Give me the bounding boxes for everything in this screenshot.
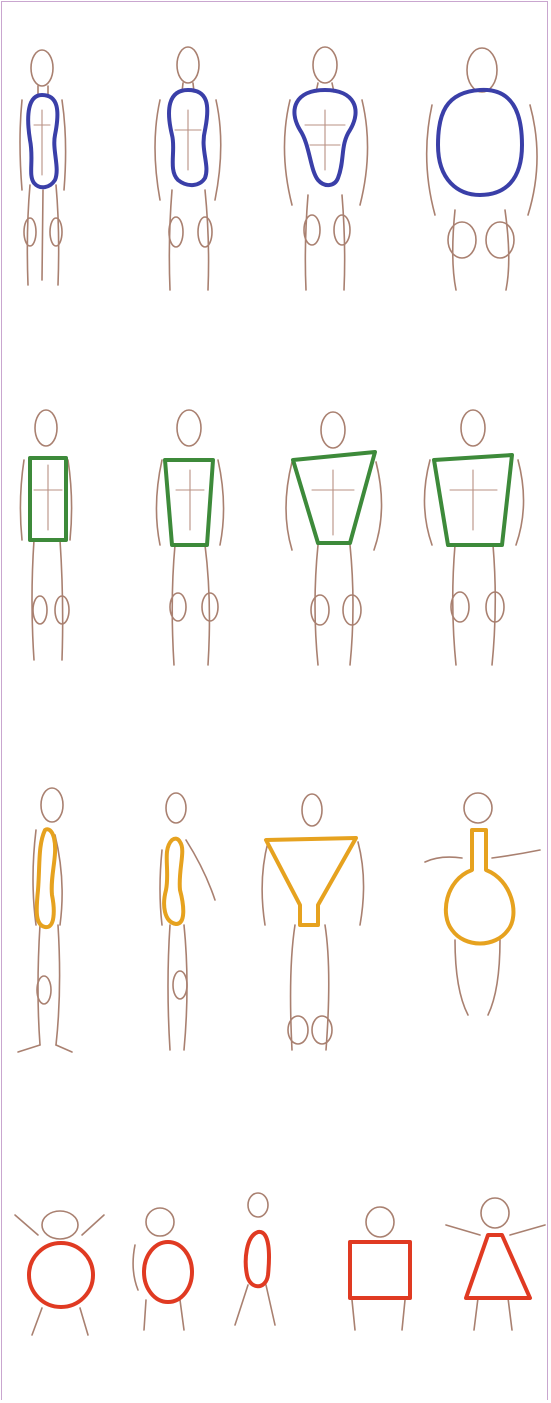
- row-4-red-shape-figures: [15, 1193, 545, 1335]
- figure-r1-average: [155, 47, 221, 290]
- figure-r3-female-side: [160, 793, 215, 1050]
- figure-r3-round-belly: [425, 793, 540, 1015]
- figure-r4-big-circle: [15, 1211, 104, 1335]
- figure-r4-triangle: [446, 1198, 545, 1330]
- figure-r1-muscular: [284, 47, 367, 290]
- figure-r2-inverted-trapezoid: [286, 412, 382, 665]
- figure-r3-triangle-torso: [262, 794, 363, 1050]
- figure-r2-broad-trapezoid: [424, 410, 523, 665]
- figure-r3-side: [18, 788, 72, 1052]
- figure-r2-slight-trapezoid: [156, 410, 223, 665]
- figure-r4-oval-pudgy: [133, 1208, 192, 1330]
- figure-r1-slim: [20, 50, 66, 285]
- row-1-blue-oval-figures: [20, 47, 537, 290]
- row-2-green-rectangle-figures: [20, 410, 523, 665]
- row-3-yellow-shape-figures: [18, 788, 540, 1052]
- figure-r4-square: [350, 1207, 410, 1330]
- figure-r1-heavy: [427, 48, 537, 290]
- oval-shape-r1-1: [28, 95, 57, 187]
- figure-r4-small-oval: [235, 1193, 275, 1325]
- figure-r2-rectangle: [20, 410, 71, 660]
